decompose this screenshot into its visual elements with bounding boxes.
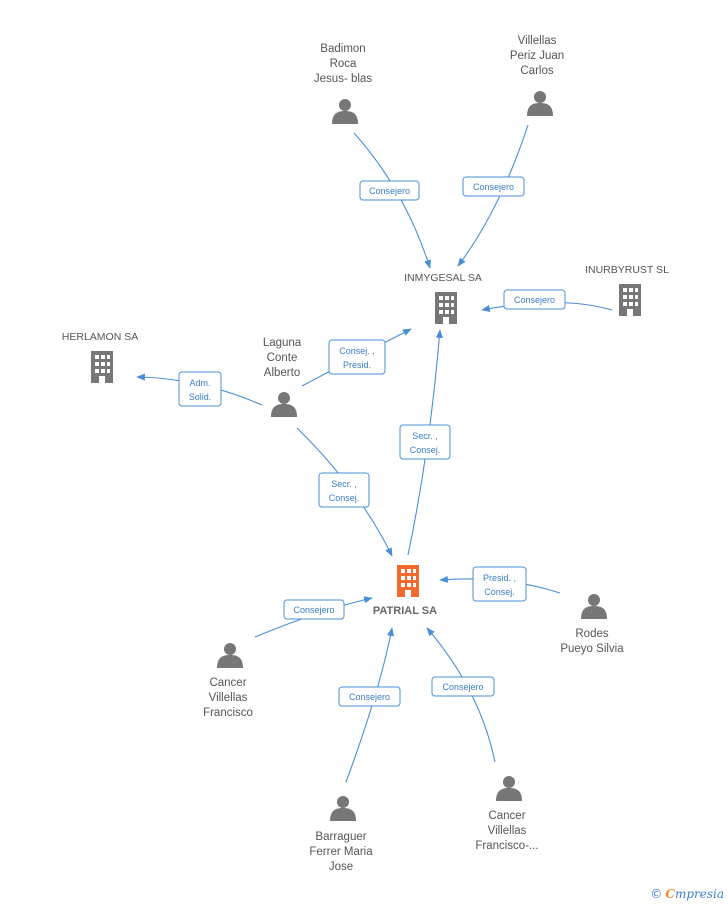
- person-name-line: Cancer: [209, 677, 246, 689]
- edge-line-villellas-inmygesal: [457, 124, 529, 267]
- edge-label-text: Solid.: [189, 392, 212, 402]
- person-name-line: Jose: [329, 861, 353, 873]
- person-icon: [271, 392, 297, 417]
- person-name-line: Ferrer Maria: [309, 846, 373, 858]
- person-name-line: Jesus- blas: [314, 73, 372, 85]
- edge-label-text: Secr. ,: [412, 431, 438, 441]
- edge-labels: Consejero Consejero Consejero Consej. , …: [178, 176, 566, 707]
- edge-label-text: Consej.: [410, 445, 441, 455]
- main-company-name: PATRIAL SA: [373, 605, 437, 617]
- person-name-line: Rodes: [575, 628, 608, 640]
- person-icon: [496, 776, 522, 801]
- edge-label-text: Consejero: [349, 692, 390, 702]
- edges: [136, 124, 613, 783]
- edge-label-text: Consej.: [329, 493, 360, 503]
- edge-label-text: Secr. ,: [331, 479, 357, 489]
- edge-label-text: Consejero: [293, 605, 334, 615]
- brand-initial: C: [665, 887, 675, 901]
- main-company-node[interactable]: PATRIAL SA: [373, 565, 437, 617]
- person-name-line: Laguna: [263, 337, 302, 349]
- person-node-villellas[interactable]: Villellas Periz Juan Carlos: [510, 35, 564, 116]
- building-icon: [397, 565, 419, 597]
- person-name-line: Francisco-...: [475, 840, 538, 852]
- person-icon: [581, 594, 607, 619]
- brand-name: mpresia: [674, 887, 724, 901]
- edge-label-text: Consej.: [484, 587, 515, 597]
- building-icon: [619, 284, 641, 316]
- building-icon: [91, 351, 113, 383]
- person-name-line: Badimon: [320, 43, 365, 55]
- person-name-line: Carlos: [520, 65, 553, 77]
- company-node-inurbyrust[interactable]: INURBYRUST SL: [585, 264, 669, 316]
- company-name: INURBYRUST SL: [585, 264, 669, 276]
- edge-label-patrial-inmygesal[interactable]: Secr. , Consej.: [399, 424, 451, 460]
- edge-label-text: Consejero: [369, 186, 410, 196]
- edge-label-laguna-patrial[interactable]: Secr. , Consej.: [318, 472, 370, 508]
- person-node-rodes[interactable]: Rodes Pueyo Silvia: [560, 594, 624, 655]
- person-name-line: Pueyo Silvia: [560, 643, 624, 655]
- edge-label-cancer1-patrial[interactable]: Consejero: [283, 599, 345, 620]
- person-node-badimon[interactable]: Badimon Roca Jesus- blas: [314, 43, 372, 124]
- edge-label-badimon-inmygesal[interactable]: Consejero: [359, 180, 420, 201]
- edge-label-text: Consejero: [442, 682, 483, 692]
- edge-label-villellas-inmygesal[interactable]: Consejero: [462, 176, 525, 197]
- brand-watermark: ©Cmpresia: [650, 887, 724, 901]
- person-node-barraguer[interactable]: Barraguer Ferrer Maria Jose: [309, 796, 373, 873]
- person-name-line: Francisco: [203, 707, 253, 719]
- person-name-line: Villellas: [518, 35, 557, 47]
- person-node-laguna[interactable]: Laguna Conte Alberto: [263, 337, 302, 417]
- edge-label-text: Adm.: [189, 378, 210, 388]
- company-node-inmygesal[interactable]: INMYGESAL SA: [404, 272, 482, 324]
- person-node-cancer-villellas-francisco-2[interactable]: Cancer Villellas Francisco-...: [475, 776, 539, 852]
- edge-label-inurbyrust-inmygesal[interactable]: Consejero: [503, 289, 566, 310]
- person-name-line: Cancer: [488, 810, 525, 822]
- edge-label-barraguer-patrial[interactable]: Consejero: [338, 686, 401, 707]
- edge-label-text: Presid. ,: [483, 573, 516, 583]
- edge-label-text: Consej. ,: [339, 346, 375, 356]
- person-node-cancer-villellas-francisco[interactable]: Cancer Villellas Francisco: [203, 643, 253, 719]
- person-name-line: Villellas: [209, 692, 248, 704]
- edge-label-cancer2-patrial[interactable]: Consejero: [431, 676, 495, 697]
- person-icon: [217, 643, 243, 668]
- person-icon: [332, 99, 358, 124]
- person-name-line: Barraguer: [315, 831, 366, 843]
- person-name-line: Periz Juan: [510, 50, 564, 62]
- person-icon: [527, 91, 553, 116]
- person-name-line: Roca: [330, 58, 357, 70]
- edge-label-rodes-patrial[interactable]: Presid. , Consej.: [472, 566, 527, 602]
- company-name: INMYGESAL SA: [404, 272, 482, 284]
- building-icon: [435, 292, 457, 324]
- copyright-icon: ©: [650, 887, 663, 901]
- company-name: HERLAMON SA: [62, 331, 138, 343]
- person-name-line: Alberto: [264, 367, 300, 379]
- edge-label-text: Consejero: [514, 295, 555, 305]
- person-icon: [330, 796, 356, 821]
- company-node-herlamon[interactable]: HERLAMON SA: [62, 331, 138, 383]
- person-name-line: Villellas: [488, 825, 527, 837]
- edge-label-text: Consejero: [473, 182, 514, 192]
- person-name-line: Conte: [267, 352, 298, 364]
- edge-label-laguna-inmygesal[interactable]: Consej. , Presid.: [328, 339, 386, 375]
- edge-label-text: Presid.: [343, 360, 371, 370]
- edge-label-laguna-herlamon[interactable]: Adm. Solid.: [178, 371, 222, 407]
